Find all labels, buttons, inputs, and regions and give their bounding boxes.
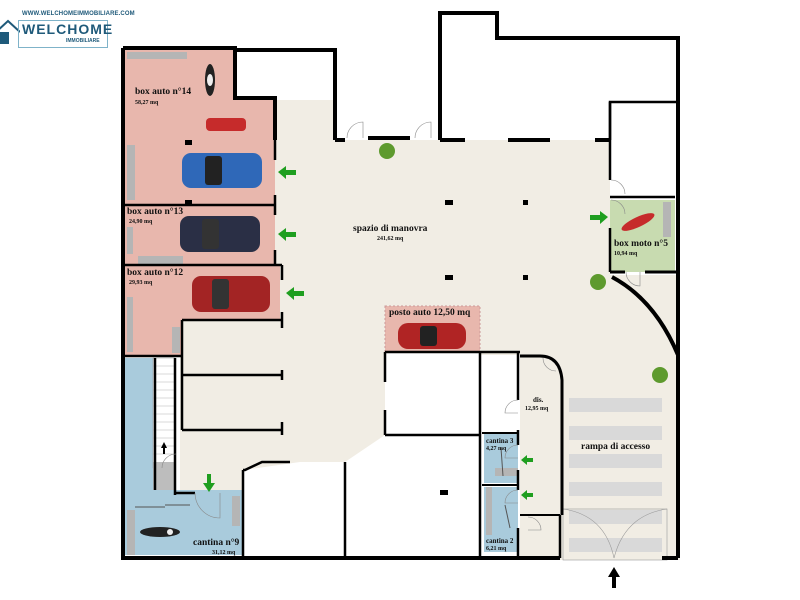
cantina-3-title: cantina 3 — [486, 437, 514, 445]
box-auto-13-title: box auto n°13 — [127, 207, 184, 217]
red-scooter — [206, 118, 246, 131]
logo-name: WELCHOME — [22, 21, 114, 37]
plants — [379, 143, 668, 383]
house-icon — [0, 19, 20, 44]
cantina-2-area: 6,21 mq — [486, 546, 507, 552]
box-moto-5-title: box moto n°5 — [614, 239, 668, 249]
red-motorbike — [621, 213, 655, 231]
rampa-title: rampa di accesso — [581, 442, 651, 452]
shelves — [127, 52, 671, 555]
staircase — [152, 357, 176, 490]
entrance-arrow — [608, 567, 620, 588]
ramp-gate — [562, 508, 668, 561]
cantina-3-area: 4,27 mq — [486, 446, 507, 452]
dark-car — [180, 216, 260, 252]
spazio-manovra-area: 241,62 mq — [377, 236, 404, 242]
dis-floor — [520, 358, 560, 495]
doors — [161, 121, 641, 531]
ramp-stripes — [569, 398, 662, 552]
green-arrows — [203, 166, 608, 500]
dis-title: dis. — [533, 396, 544, 404]
box-auto-14-title: box auto n°14 — [135, 87, 192, 97]
red-convertible — [398, 323, 466, 349]
welchome-logo: WWW.WELCHOMEIMMOBILIARE.COM WELCHOME IMM… — [0, 10, 135, 52]
box-moto-5-area: 10,94 mq — [614, 251, 638, 257]
dis-area: 12,95 mq — [525, 406, 549, 412]
logo-frame — [18, 20, 108, 48]
motorcycle-top — [205, 64, 215, 96]
box-auto-12-title: box auto n°12 — [127, 268, 184, 278]
logo-subtitle: IMMOBILIARE — [66, 38, 100, 44]
box-auto-13-area: 24,90 mq — [129, 219, 153, 225]
cantina-9-title: cantina n°9 — [193, 538, 240, 548]
bicycles — [135, 447, 511, 529]
spazio-manovra-title: spazio di manovra — [353, 224, 428, 234]
box-auto-12-area: 29,93 mq — [129, 280, 153, 286]
posto-auto-title: posto auto 12,50 mq — [389, 308, 471, 318]
blue-car — [182, 153, 262, 188]
walls — [121, 11, 680, 560]
box-auto-14-area: 58,27 mq — [135, 100, 159, 106]
cantina-9-area: 31,12 mq — [212, 550, 236, 556]
cantina-2-title: cantina 2 — [486, 537, 514, 545]
logo-url: WWW.WELCHOMEIMMOBILIARE.COM — [22, 11, 135, 17]
cantina-motorcycle — [140, 527, 180, 537]
red-car — [192, 276, 270, 312]
